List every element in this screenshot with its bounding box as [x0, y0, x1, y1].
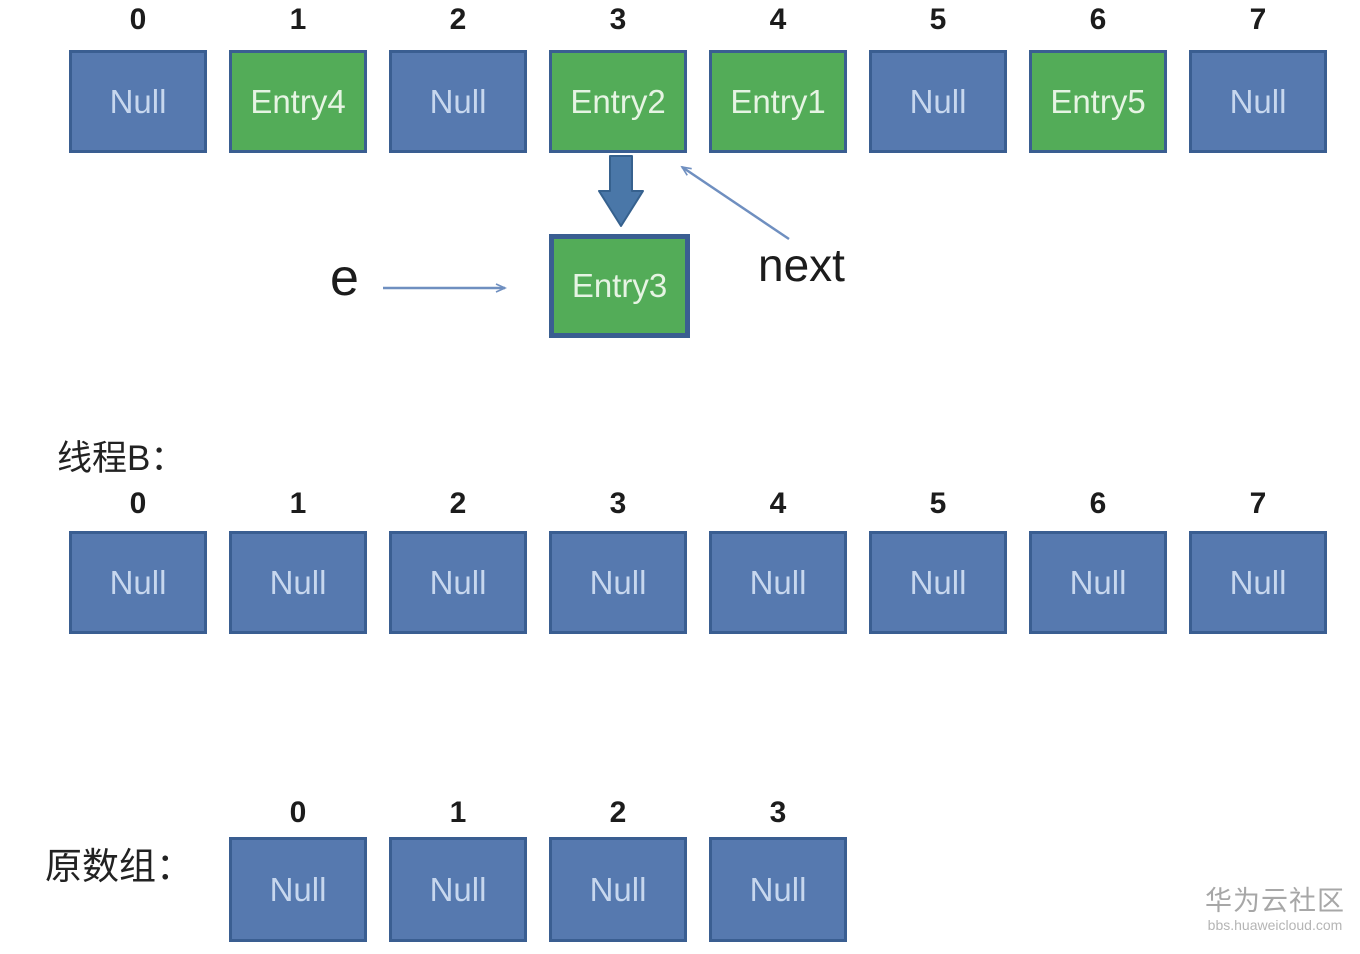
cell-label: Null: [1069, 563, 1127, 601]
down-arrow-icon: [598, 155, 644, 227]
index-label: 0: [129, 487, 147, 520]
null-cell: Null: [1029, 531, 1167, 634]
e-pointer-label: e: [330, 249, 359, 307]
null-cell: Null: [229, 531, 367, 634]
index-label: 2: [449, 487, 467, 520]
cell-label: Entry3: [571, 267, 668, 304]
null-cell: Null: [869, 531, 1007, 634]
thread-b-index-row: 0 1 2 3 4 5 6 7: [69, 484, 1327, 524]
null-cell: Null: [389, 531, 527, 634]
detached-entry-node: Entry3: [549, 234, 690, 338]
index-label: 5: [929, 3, 947, 36]
cell-label: Null: [749, 563, 807, 601]
index-label: 4: [769, 3, 787, 36]
cell-label: Null: [589, 870, 647, 908]
cell-label: Entry4: [250, 82, 346, 120]
cell-label: Null: [749, 870, 807, 908]
original-array-index-row: 0 1 2 3: [229, 793, 847, 833]
cell-label: Null: [1229, 82, 1287, 120]
index-label: 5: [929, 487, 947, 520]
null-cell: Null: [69, 531, 207, 634]
cell-label: Null: [429, 563, 487, 601]
watermark: 华为云社区 bbs.huaweicloud.com: [1205, 886, 1345, 933]
index-label: 7: [1249, 487, 1267, 520]
cell-label: Entry5: [1050, 82, 1146, 120]
index-label: 1: [289, 487, 307, 520]
null-cell: Null: [709, 837, 847, 942]
null-cell: Null: [69, 50, 207, 153]
index-label: 1: [449, 796, 467, 829]
watermark-title: 华为云社区: [1205, 886, 1345, 916]
index-label: 2: [449, 3, 467, 36]
cell-label: Entry1: [730, 82, 826, 120]
cell-label: Null: [909, 563, 967, 601]
null-cell: Null: [1189, 531, 1327, 634]
index-label: 3: [609, 487, 627, 520]
index-label: 0: [129, 3, 147, 36]
next-pointer-arrow: [680, 165, 790, 241]
cell-label: Null: [269, 870, 327, 908]
entry-cell: Entry4: [229, 50, 367, 153]
index-label: 2: [609, 796, 627, 829]
thread-b-label: 线程B：: [57, 439, 186, 478]
thread-b-array-row: Null Null Null Null Null Null Null Null: [69, 531, 1327, 634]
cell-label: Null: [589, 563, 647, 601]
null-cell: Null: [389, 837, 527, 942]
null-cell: Null: [229, 837, 367, 942]
index-label: 0: [289, 796, 307, 829]
index-label: 4: [769, 487, 787, 520]
top-array-row: Null Entry4 Null Entry2 Entry1 Null Entry5 Null: [69, 50, 1327, 153]
original-array-label: 原数组：: [45, 846, 193, 887]
index-label: 6: [1089, 3, 1107, 36]
cell-label: Null: [109, 563, 167, 601]
cell-label: Null: [1229, 563, 1287, 601]
watermark-url: bbs.huaweicloud.com: [1207, 917, 1343, 934]
entry-cell: Entry5: [1029, 50, 1167, 153]
index-label: 7: [1249, 3, 1267, 36]
null-cell: Null: [549, 531, 687, 634]
null-cell: Null: [709, 531, 847, 634]
top-array-index-row: 0 1 2 3 4 5 6 7: [69, 0, 1327, 40]
index-label: 3: [609, 3, 627, 36]
next-pointer-label: next: [758, 239, 845, 291]
null-cell: Null: [869, 50, 1007, 153]
cell-label: Null: [429, 870, 487, 908]
null-cell: Null: [389, 50, 527, 153]
index-label: 6: [1089, 487, 1107, 520]
cell-label: Null: [429, 82, 487, 120]
entry-cell: Entry2: [549, 50, 687, 153]
cell-label: Null: [109, 82, 167, 120]
original-array-row: Null Null Null Null: [229, 837, 847, 942]
cell-label: Entry2: [570, 82, 666, 120]
cell-label: Null: [909, 82, 967, 120]
null-cell: Null: [1189, 50, 1327, 153]
cell-label: Null: [269, 563, 327, 601]
index-label: 1: [289, 3, 307, 36]
entry-cell: Entry1: [709, 50, 847, 153]
index-label: 3: [769, 796, 787, 829]
null-cell: Null: [549, 837, 687, 942]
